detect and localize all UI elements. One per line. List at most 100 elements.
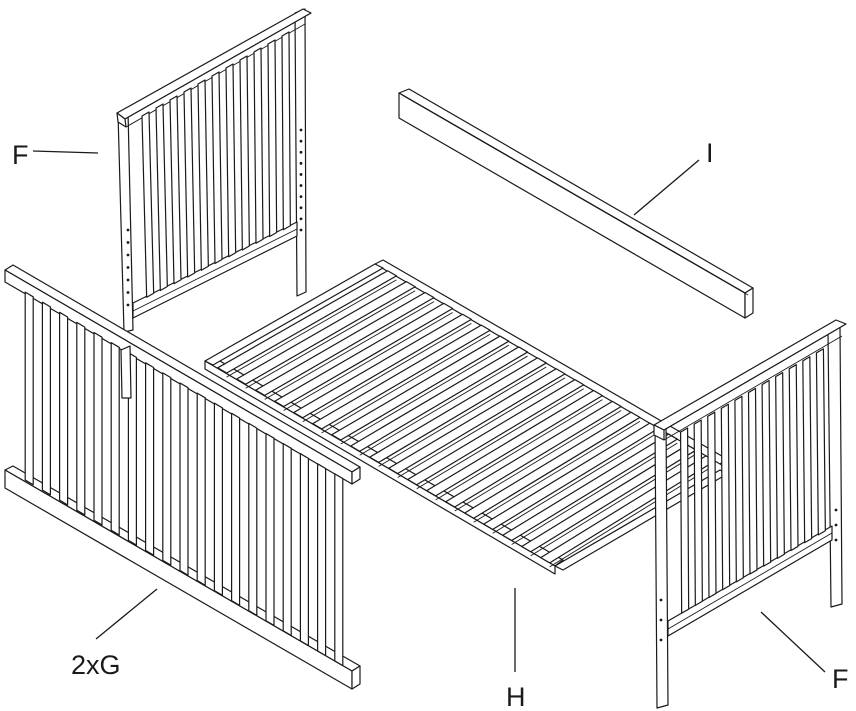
headboard-slat bbox=[693, 419, 703, 606]
side-panel-slat bbox=[76, 321, 86, 516]
screw-hole bbox=[126, 228, 130, 232]
headboard-slat bbox=[802, 356, 813, 544]
screw-hole bbox=[299, 184, 303, 187]
side-panel-slat bbox=[41, 301, 52, 496]
screw-hole bbox=[299, 173, 303, 176]
label-2xg: 2xG bbox=[71, 650, 121, 680]
screw-hole bbox=[299, 150, 303, 154]
headboard-panel-back bbox=[116, 8, 312, 333]
screw-hole bbox=[126, 303, 130, 307]
screw-hole bbox=[834, 538, 838, 542]
screw-hole bbox=[659, 618, 663, 622]
screw-hole bbox=[299, 139, 303, 143]
base-slat-edge bbox=[302, 323, 472, 423]
screw-hole bbox=[126, 266, 130, 269]
screw-hole bbox=[834, 508, 838, 512]
side-panel-slat bbox=[334, 473, 344, 667]
screw-hole bbox=[126, 278, 130, 282]
side-panel-slat bbox=[127, 352, 137, 546]
screw-hole bbox=[299, 217, 303, 221]
base-slat-edge bbox=[359, 355, 528, 456]
label-h: H bbox=[506, 682, 526, 711]
side-panel-slat bbox=[145, 362, 155, 556]
base-slat-edge bbox=[435, 399, 603, 501]
side-panel-slat bbox=[213, 402, 223, 596]
screw-hole bbox=[659, 638, 663, 642]
headboard-slat bbox=[747, 387, 758, 575]
screw-hole bbox=[126, 291, 130, 294]
base-slat-edge bbox=[454, 410, 622, 512]
headboard-slat bbox=[788, 364, 799, 552]
base-slat-edge bbox=[416, 388, 584, 490]
base-slat-edge bbox=[340, 344, 510, 445]
label-i: I bbox=[706, 138, 714, 168]
screw-hole bbox=[299, 161, 303, 165]
rail-board bbox=[398, 88, 754, 319]
base-slat bbox=[407, 379, 585, 486]
base-slat bbox=[426, 389, 604, 497]
base-slat bbox=[217, 270, 398, 374]
headboard-panel-front bbox=[653, 319, 847, 709]
side-panel-slat bbox=[231, 412, 241, 606]
base-slat-edge bbox=[245, 290, 416, 389]
side-panel-slat bbox=[196, 392, 206, 586]
screw-hole bbox=[126, 241, 130, 244]
base-slat-edge bbox=[226, 279, 397, 378]
slat-base bbox=[204, 259, 729, 575]
base-slat bbox=[483, 422, 660, 530]
headboard-slat bbox=[141, 111, 155, 298]
side-panel-slat bbox=[317, 463, 327, 657]
side-panel bbox=[4, 264, 361, 690]
headboard-slat bbox=[169, 95, 182, 285]
headboard-slat bbox=[761, 379, 772, 567]
side-panel-slat bbox=[162, 372, 172, 566]
headboard-slat bbox=[183, 87, 196, 278]
base-slat-edge bbox=[321, 333, 491, 434]
headboard-slat bbox=[815, 348, 826, 536]
headboard-slat bbox=[707, 411, 717, 599]
headboard-slat bbox=[239, 55, 250, 251]
screw-hole bbox=[659, 598, 663, 602]
headboard-slat bbox=[253, 47, 264, 244]
base-slat bbox=[331, 335, 510, 441]
base-slat bbox=[255, 291, 435, 396]
leader-g bbox=[95, 588, 158, 640]
leader-f-back bbox=[32, 150, 99, 154]
screw-hole bbox=[299, 228, 303, 232]
base-slat bbox=[502, 433, 678, 542]
base-slat bbox=[293, 313, 472, 419]
side-panel-slat bbox=[265, 432, 275, 627]
label-f-front: F bbox=[832, 664, 849, 694]
leader-i bbox=[633, 159, 700, 216]
base-slat-edge bbox=[378, 366, 547, 467]
screw-hole bbox=[126, 253, 130, 257]
headboard-slat bbox=[775, 371, 785, 559]
screw-hole bbox=[299, 195, 303, 199]
headboard-slat bbox=[267, 39, 278, 238]
base-slat-edge bbox=[473, 421, 641, 523]
base-slat-edge bbox=[492, 431, 659, 534]
base-slat-edge bbox=[283, 312, 453, 411]
base-slat bbox=[350, 346, 529, 452]
leader-f-front bbox=[760, 611, 826, 673]
headboard-slat bbox=[197, 79, 209, 271]
screw-hole bbox=[299, 128, 303, 132]
base-slat-edge bbox=[511, 442, 678, 545]
screw-hole bbox=[834, 523, 838, 527]
side-panel-slat bbox=[179, 382, 189, 576]
label-f-back: F bbox=[12, 140, 29, 170]
headboard-slat bbox=[734, 395, 744, 583]
side-panel-slat bbox=[110, 342, 120, 536]
base-slat bbox=[464, 411, 641, 519]
side-panel-slat bbox=[248, 422, 258, 616]
base-slat-edge bbox=[530, 453, 697, 557]
base-slat bbox=[445, 400, 622, 508]
side-panel-slat bbox=[58, 311, 69, 506]
base-slat bbox=[274, 302, 454, 408]
side-panel-slat bbox=[299, 453, 309, 647]
base-slat bbox=[388, 368, 566, 475]
base-slat-edge bbox=[264, 301, 435, 400]
side-panel-slat bbox=[93, 331, 103, 526]
base-slat bbox=[369, 357, 547, 463]
